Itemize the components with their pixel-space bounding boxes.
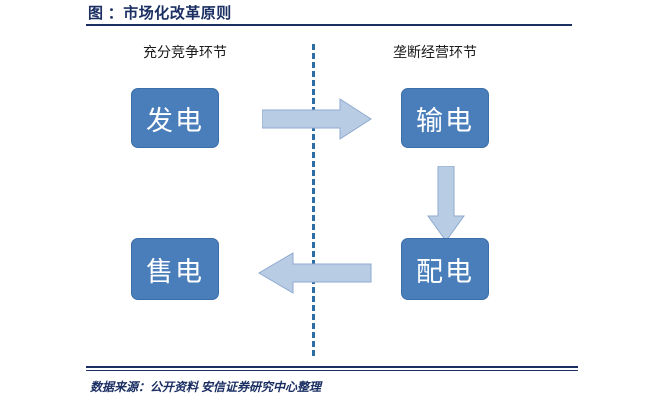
node-retail: 售电 [131, 238, 219, 300]
section-label-monopoly: 垄断经营环节 [393, 46, 477, 61]
title-divider-rule [86, 24, 572, 26]
node-distribution: 配电 [401, 238, 489, 300]
arrow-transmission-to-distribution [427, 165, 465, 242]
source-divider-rule-lower [86, 370, 578, 371]
node-generation: 发电 [131, 88, 219, 148]
section-label-competitive: 充分竞争环节 [143, 46, 227, 61]
source-divider-rule-upper [86, 366, 578, 368]
diagram-canvas: 充分竞争环节 垄断经营环节 发电 输电 配电 售电 [0, 30, 660, 360]
figure-title: 图 ：市场化改革原则 [88, 6, 232, 22]
section-divider-dashed-line [312, 44, 315, 356]
arrow-generation-to-transmission [261, 98, 372, 140]
arrow-distribution-to-retail [258, 252, 372, 294]
node-transmission: 输电 [401, 88, 489, 148]
figure-source-note: 数据来源：公开资料 安信证券研究中心整理 [90, 380, 322, 394]
